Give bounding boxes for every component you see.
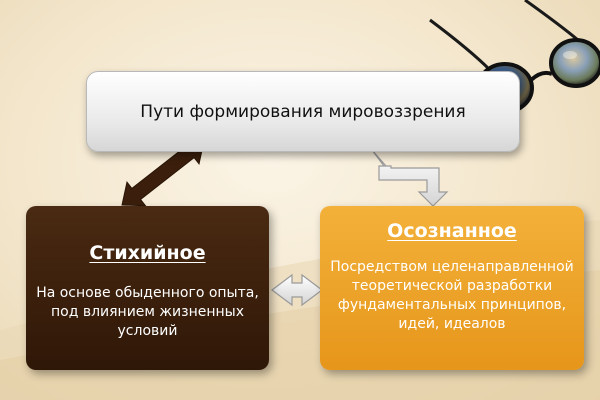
- conscious-box: Осознанное Посредством целенаправленной …: [320, 206, 584, 370]
- top-title-text: Пути формирования мировоззрения: [140, 101, 466, 122]
- spontaneous-description: На основе обыденного опыта, под влиянием…: [36, 285, 259, 339]
- conscious-title: Осознанное: [387, 220, 517, 242]
- double-arrow-icon: [371, 149, 449, 207]
- double-arrow-icon: [271, 273, 323, 307]
- spontaneous-title: Стихийное: [89, 242, 206, 264]
- top-title-box: Пути формирования мировоззрения: [86, 71, 520, 152]
- spontaneous-box: Стихийное На основе обыденного опыта, по…: [26, 206, 269, 370]
- conscious-description: Посредством целенаправленной теоретическ…: [330, 259, 574, 332]
